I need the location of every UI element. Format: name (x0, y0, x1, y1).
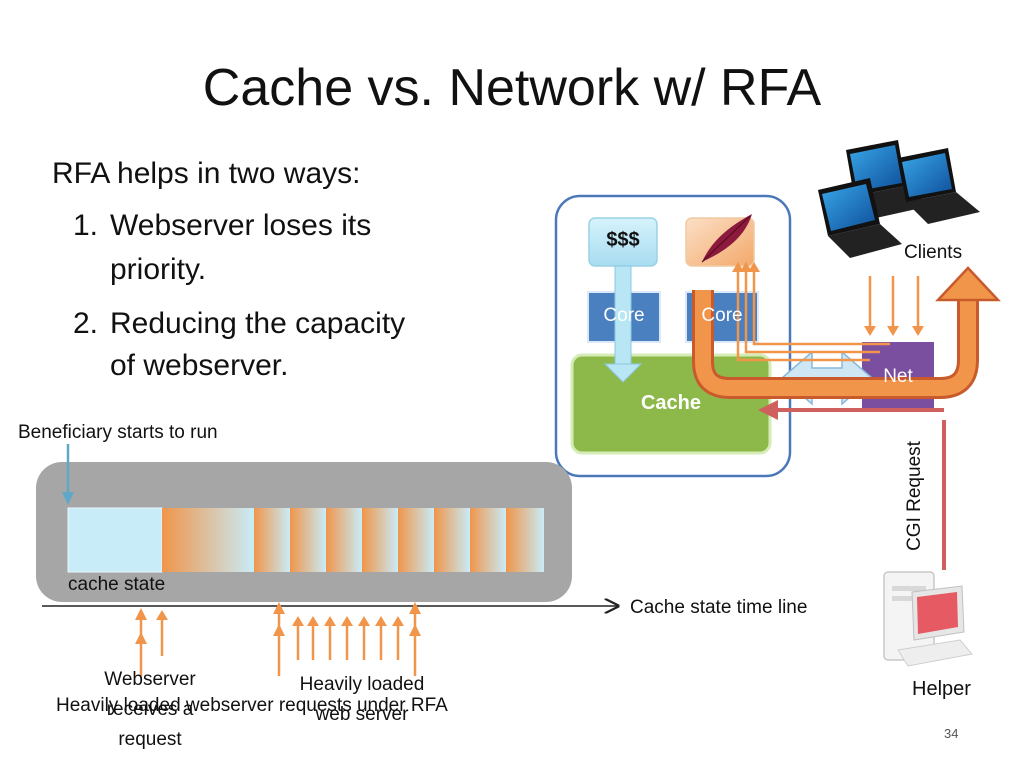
diagram-caption: Heavily loaded webserver requests under … (56, 695, 448, 716)
big-return-arrow (695, 290, 976, 396)
slide-title: Cache vs. Network w/ RFA (202, 59, 822, 117)
point-1-number: 1. (72, 209, 98, 242)
request-arrowheads (135, 602, 421, 644)
webserver-label: Webserver receives a request (80, 665, 220, 755)
heavily-loaded-label-line-2: web server (315, 704, 409, 725)
webserver-label-line-2: receives a (106, 699, 194, 720)
cache-label: Cache (640, 392, 702, 414)
request-flow-arrowheads (732, 262, 924, 336)
clients-label: Clients (904, 242, 963, 263)
net-label: Net (883, 366, 913, 387)
webserver-label-line-1: Webserver (104, 669, 196, 690)
cgi-request-arrow (758, 400, 946, 570)
point-1-line-2: priority. (110, 253, 207, 286)
cgi-request-label: CGI Request (904, 441, 925, 551)
heavily-loaded-label: Heavily loaded web server (278, 670, 446, 730)
cache-state-bar (67, 507, 544, 573)
request-flows (736, 270, 920, 362)
beneficiary-arrow (62, 444, 74, 505)
helper-label: Helper (912, 678, 971, 700)
laptop-icon (898, 148, 980, 224)
beneficiary-label: Beneficiary starts to run (18, 422, 218, 443)
request-arrows (139, 610, 417, 676)
cache-state-label: cache state (68, 574, 166, 595)
point-2-number: 2. (72, 307, 98, 340)
heavily-loaded-label-line-1: Heavily loaded (299, 674, 425, 695)
big-return-arrowhead (935, 266, 1001, 302)
page-number: 34 (944, 726, 959, 741)
laptop-icon (818, 178, 902, 258)
core-2-label: Core (701, 305, 743, 326)
intro-text: RFA helps in two ways: (52, 157, 361, 190)
core-1-label: Core (603, 305, 645, 326)
timeline-label: Cache state time line (630, 597, 808, 618)
desktop-computer-icon (883, 571, 973, 667)
point-2-line-2: of webserver. (110, 349, 289, 382)
feather-icon (701, 214, 752, 263)
webserver-label-line-3: request (118, 729, 182, 750)
core-to-cache-arrow (603, 265, 643, 383)
money-label: $$$ (606, 229, 640, 251)
point-1-line-1: Webserver loses its (110, 209, 372, 242)
point-2-line-1: Reducing the capacity (110, 307, 406, 340)
